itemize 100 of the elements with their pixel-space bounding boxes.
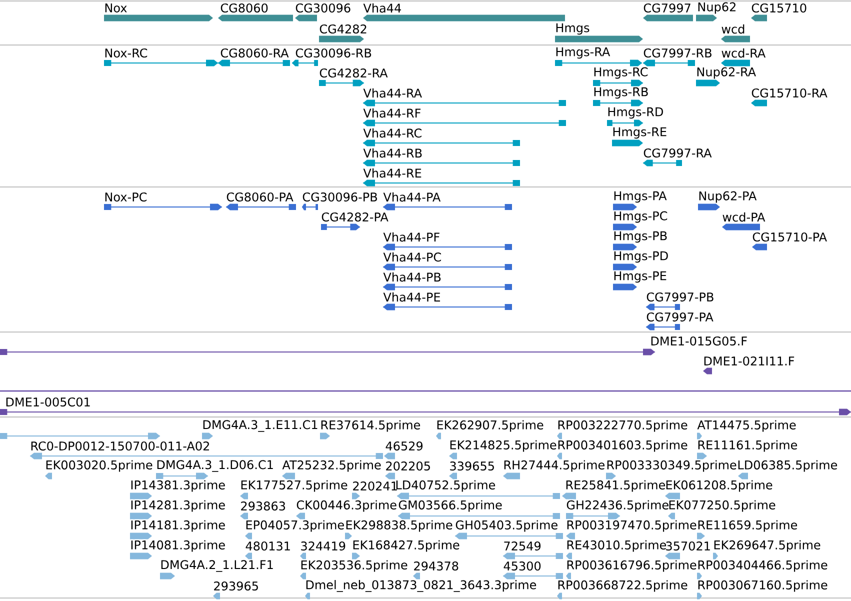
feature-label: IP14281.3prime	[131, 500, 225, 512]
feature-label: CG30096-PB	[302, 192, 377, 202]
feature-label: 339655	[450, 461, 494, 471]
feature-label: LD06385.5prime	[738, 460, 838, 472]
feature-label: Vha44-PA	[383, 192, 441, 202]
feature-label: Vha44-RB	[363, 148, 422, 158]
feature-label: wcd-PA	[722, 212, 766, 222]
feature-label: EK177527.5prime	[241, 480, 348, 492]
feature-label: CG7997-PA	[646, 312, 714, 322]
feature-label: 294378	[414, 561, 458, 571]
feature-label: EK203536.5prime	[301, 560, 408, 572]
feature-label: Vha44-PE	[383, 292, 440, 302]
feature-label: CG8060-RA	[220, 48, 289, 58]
feature-label: 72549	[504, 541, 541, 551]
feature-label: Nox-RC	[105, 48, 148, 58]
feature-label: Vha44-PB	[383, 272, 441, 282]
feature-label: EK061208.5prime	[666, 480, 772, 492]
feature-label: EK298838.5prime	[346, 520, 452, 532]
feature-label: Hmgs-PB	[614, 231, 667, 243]
feature-label: DMG4A.3_1.D06.C1	[157, 460, 273, 472]
feature-label: Vha44-PC	[383, 252, 441, 262]
feature-label: wcd	[722, 24, 744, 34]
feature-label: RE43010.5prime	[567, 540, 666, 552]
feature-label: CG4282-RA	[320, 68, 388, 78]
feature-label: RE25841.5prime	[566, 480, 666, 492]
feature-label: IP14181.3prime	[131, 520, 225, 532]
feature-label: 45300	[504, 561, 541, 571]
feature-label: Vha44-RC	[363, 128, 422, 138]
feature-label: Vha44-RF	[363, 108, 421, 118]
feature-label: Hmgs-PA	[614, 191, 667, 203]
feature-label: EK269647.5prime	[714, 540, 820, 552]
feature-label: RP003401603.5prime	[558, 440, 688, 452]
feature-label: 480131	[246, 541, 290, 551]
feature-label: RP003616796.5prime	[567, 560, 696, 572]
feature-label: LD40752.5prime	[396, 480, 496, 492]
feature-label: CG15710	[752, 3, 806, 13]
feature-label: Hmgs-PD	[614, 251, 668, 263]
feature-label: RP003222770.5prime	[558, 420, 688, 432]
feature-label: RP003067160.5prime	[698, 580, 828, 592]
feature-label: 357021	[666, 541, 710, 551]
feature-label: CG7997-RA	[644, 148, 712, 158]
feature-label: RE11161.5prime	[698, 440, 798, 452]
feature-label: 202205	[386, 461, 430, 471]
feature-label: DME1-021I11.F	[704, 356, 794, 366]
feature-label: Hmgs-RB	[594, 87, 648, 99]
feature-label: CG30096-RB	[296, 48, 372, 58]
feature-label: DME1-005C01	[6, 397, 90, 407]
feature-label: Vha44-PF	[383, 232, 440, 242]
feature-label: GH05403.5prime	[456, 520, 558, 532]
feature-label: AT25232.5prime	[282, 460, 381, 472]
feature-label: Vha44-RA	[363, 88, 422, 98]
feature-label: Hmgs-RE	[613, 127, 666, 139]
feature-label: RC0-DP0012-150700-011-A02	[31, 441, 209, 451]
feature-label: Hmgs	[556, 23, 590, 35]
feature-label: EK003020.5prime	[46, 460, 152, 472]
feature-label: Vha44	[363, 3, 401, 13]
feature-label: 46529	[386, 441, 423, 451]
feature-label: CG8060-PA	[226, 192, 294, 202]
feature-label: RE11659.5prime	[698, 520, 798, 532]
feature-label: Hmgs-RD	[608, 107, 663, 119]
feature-label: AT14475.5prime	[697, 420, 796, 432]
feature-label: CK00446.3prime	[296, 500, 396, 512]
feature-label: DMG4A.3_1.E11.C1	[203, 420, 318, 432]
feature-label: CG7997	[644, 3, 690, 13]
feature-label: CG4282-PA	[322, 212, 388, 222]
feature-label: CG4282	[320, 24, 366, 34]
feature-label: EK077250.5prime	[669, 500, 776, 512]
feature-label: EP04057.3prime	[246, 520, 344, 532]
feature-label: CG30096	[296, 3, 350, 13]
feature-label: Hmgs-RA	[556, 47, 610, 59]
feature-label: CG7997-PB	[646, 292, 714, 302]
feature-label: 293965	[214, 581, 258, 591]
feature-label: Hmgs-PC	[614, 211, 668, 223]
feature-label: CG15710-PA	[752, 232, 827, 242]
feature-label: Nup62-PA	[699, 191, 757, 203]
feature-label: EK168427.5prime	[353, 540, 460, 552]
feature-label: DME1-015G05.F	[651, 336, 747, 346]
feature-label: wcd-RA	[722, 48, 766, 58]
feature-label: DMG4A.2_1.L21.F1	[161, 560, 273, 572]
feature-label: CG7997-RB	[644, 48, 712, 58]
feature-label: RP003197470.5prime	[567, 520, 696, 532]
feature-label: EK262907.5prime	[437, 420, 544, 432]
feature-label: CG8060	[220, 3, 268, 13]
feature-label: RP003668722.5prime	[558, 580, 688, 592]
feature-label: IP14081.3prime	[131, 540, 225, 552]
feature-label: Nup62-RA	[697, 67, 756, 79]
feature-label: EK214825.5prime	[450, 440, 556, 452]
feature-label: GH22436.5prime	[566, 500, 668, 512]
feature-label: 293863	[241, 501, 286, 511]
feature-label: Dmel_neb_013873_0821_3643.3prime	[306, 580, 536, 592]
feature-label: 324419	[301, 541, 346, 551]
feature-label: Nup62	[698, 2, 736, 14]
feature-label: IP14381.3prime	[131, 480, 225, 492]
feature-label: Vha44-RE	[363, 168, 422, 178]
feature-label: RP003404466.5prime	[698, 560, 828, 572]
feature-label: Nox	[105, 4, 127, 12]
feature-label: RP003330349.5prime	[607, 460, 736, 472]
feature-label: CG15710-RA	[752, 88, 828, 98]
feature-label: 220241	[353, 481, 397, 491]
feature-label: GM03566.5prime	[398, 500, 502, 512]
